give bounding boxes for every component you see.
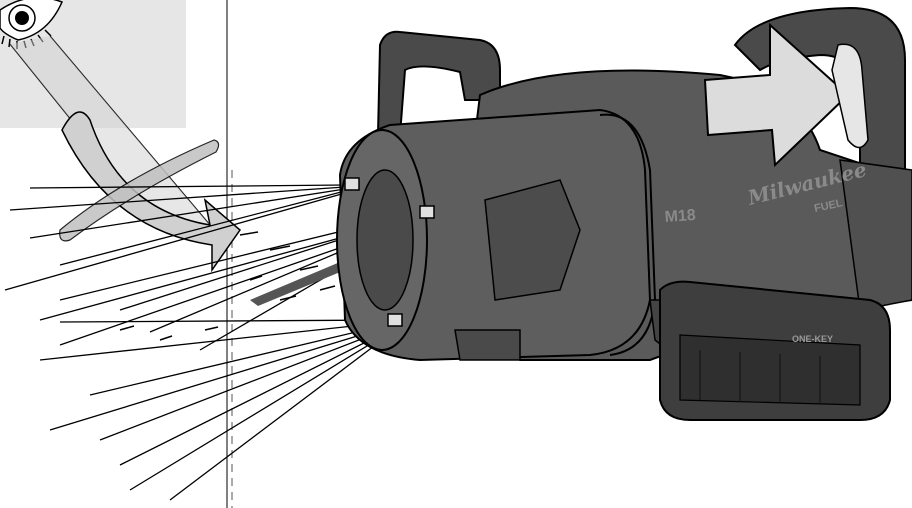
battery-pack	[659, 280, 891, 421]
trigger-lever	[831, 43, 869, 149]
spray-debris	[119, 231, 336, 341]
prohibition-cross-icon	[59, 139, 220, 242]
battery-badge-label: ONE-KEY	[792, 334, 833, 344]
right-arrow-icon	[703, 22, 850, 168]
tool-badge-label: FUEL	[813, 197, 844, 215]
tool-model-label: M18	[664, 207, 696, 226]
spray-streak	[250, 262, 345, 306]
